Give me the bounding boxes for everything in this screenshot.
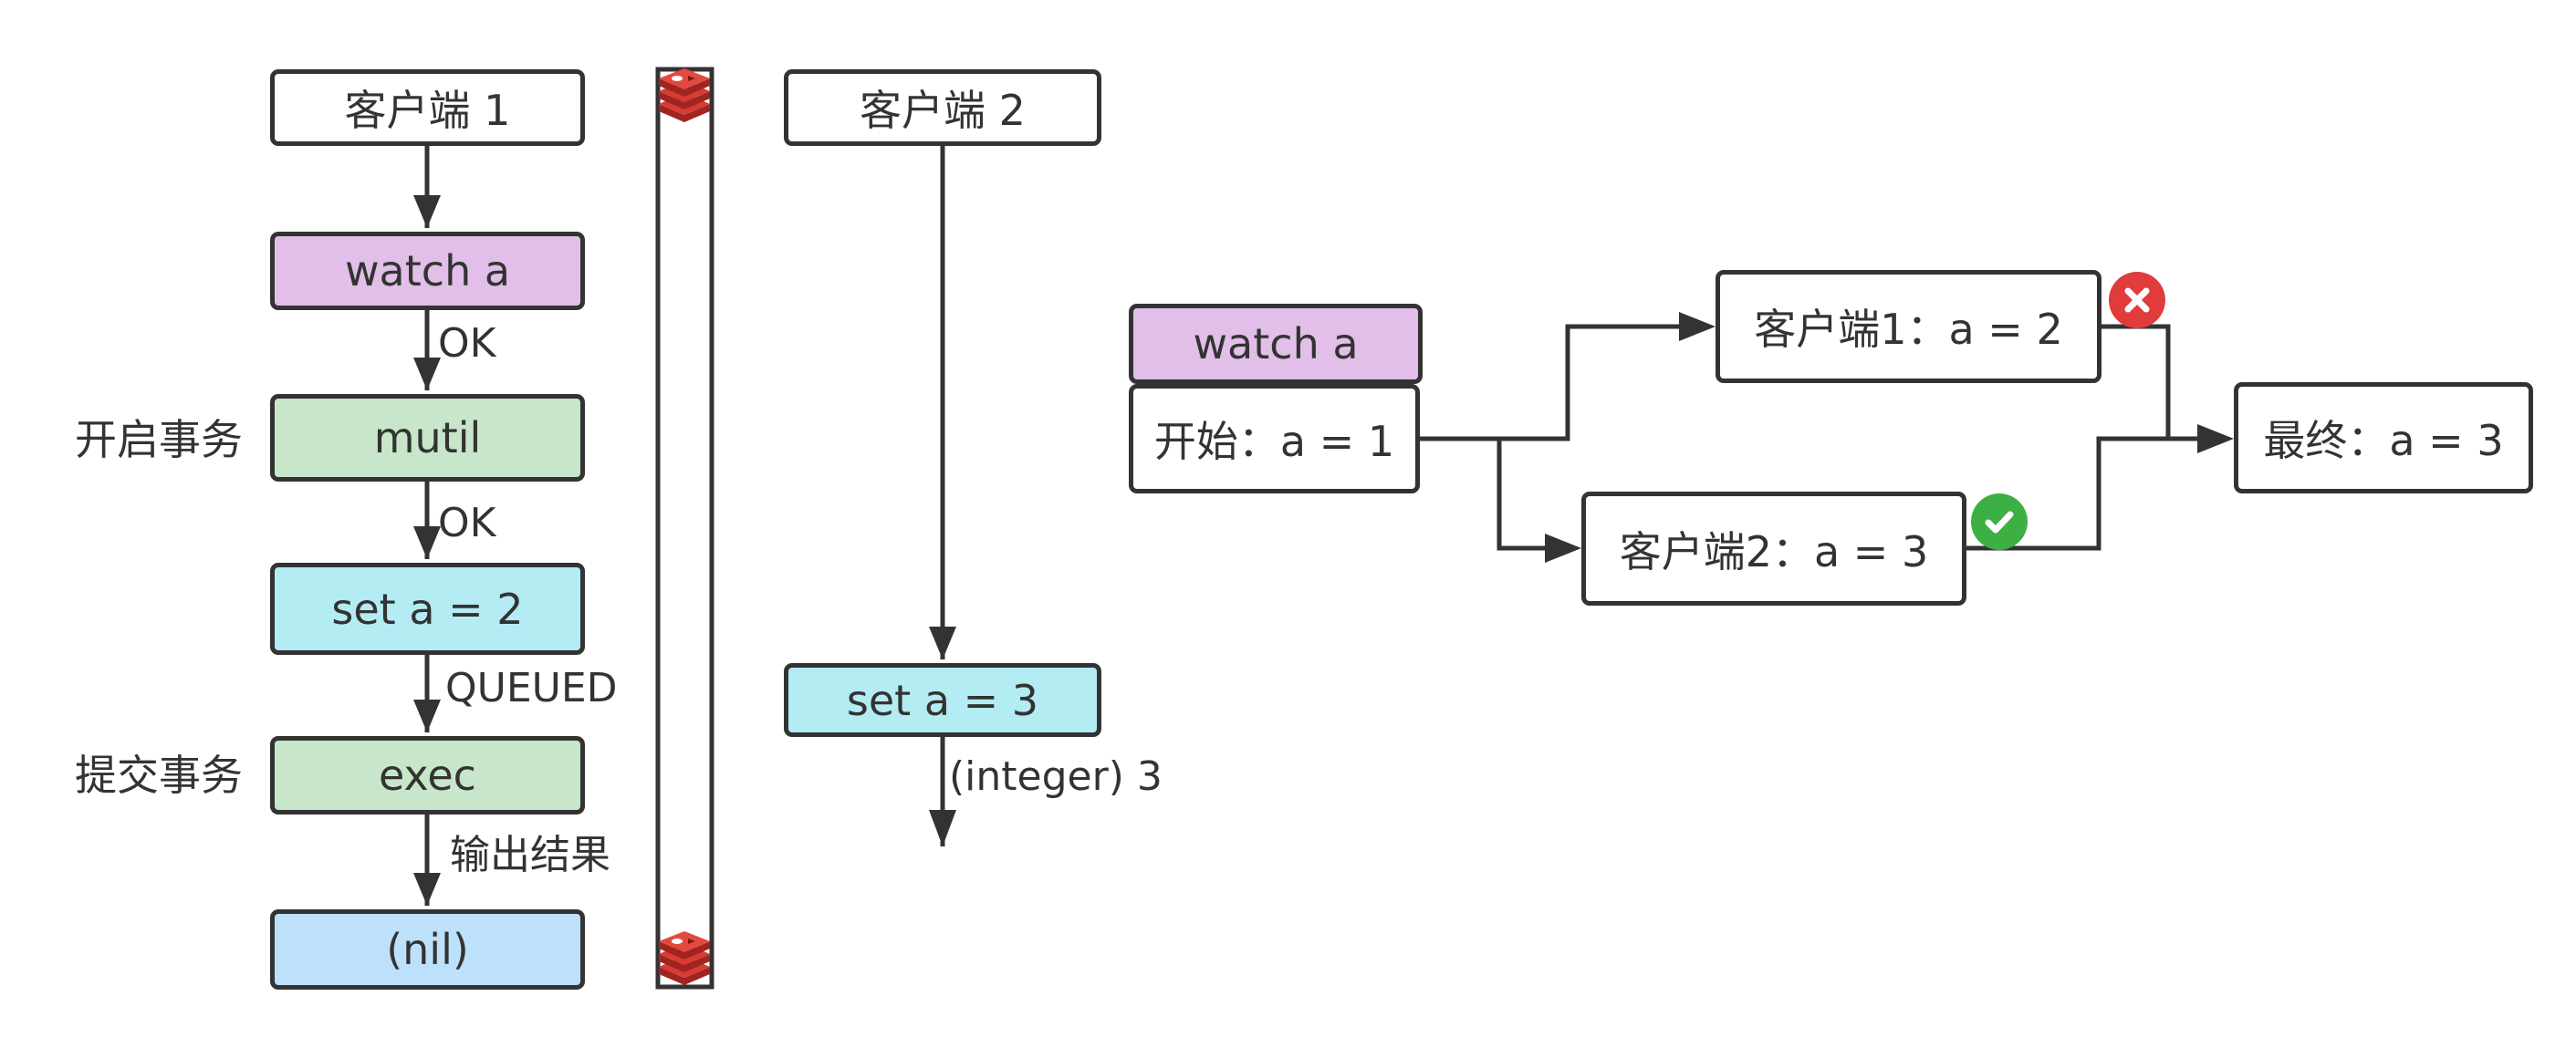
client1-write-label: 客户端1：a = 2 <box>1754 305 2063 354</box>
final-box: 最终：a = 3 <box>2234 382 2533 493</box>
redis-server-bar <box>655 67 714 990</box>
edge-start-client1 <box>1420 324 1679 441</box>
step-set-a-2: set a = 2 <box>270 563 585 655</box>
client2-title: 客户端 2 <box>860 86 1026 135</box>
edge-label-ok-1: OK <box>438 320 496 367</box>
step-mutil-label: mutil <box>373 413 482 462</box>
client2-step-label: set a = 3 <box>846 675 1039 725</box>
edge-final-head <box>2197 424 2234 453</box>
success-check-icon <box>1971 493 2028 550</box>
watch-tag-label: watch a <box>1193 319 1359 368</box>
success-check-glyph <box>1985 511 2014 534</box>
redis-logo-icon <box>659 68 710 122</box>
client1-write-box: 客户端1：a = 2 <box>1716 270 2101 383</box>
step-exec: exec <box>270 736 585 815</box>
step-mutil: mutil <box>270 394 585 482</box>
redis-logo-icon <box>659 931 710 985</box>
start-box: 开始：a = 1 <box>1129 384 1420 493</box>
right-connectors <box>1420 312 2234 563</box>
watch-tag: watch a <box>1129 304 1423 384</box>
client2-result-label: (integer) 3 <box>949 753 1163 800</box>
side-label-begin-tx: 开启事务 <box>75 415 243 464</box>
final-label: 最终：a = 3 <box>2263 416 2504 465</box>
edge-client1-final <box>2101 324 2197 441</box>
edge-label-queued: QUEUED <box>445 665 618 711</box>
edge-client2-set-head <box>929 627 956 659</box>
edge-set-result-head <box>929 810 956 846</box>
edge-exec-nil-head <box>413 873 441 906</box>
edge-label-ok-2: OK <box>438 500 496 546</box>
client1-box: 客户端 1 <box>270 69 585 146</box>
edge-watch-mutil-head <box>413 358 441 390</box>
start-label: 开始：a = 1 <box>1153 417 1395 466</box>
step-nil: (nil) <box>270 909 585 990</box>
client2-step-set-a-3: set a = 3 <box>784 663 1101 737</box>
side-label-commit-tx: 提交事务 <box>75 751 243 800</box>
error-x-icon <box>2109 272 2165 328</box>
step-set-a-2-label: set a = 2 <box>331 584 524 634</box>
redis-server-lane <box>655 67 714 990</box>
client2-connectors <box>929 146 956 846</box>
edge-start-client2-head <box>1545 534 1581 563</box>
error-x-glyph <box>2124 287 2150 313</box>
step-watch-label: watch a <box>344 246 511 296</box>
client1-title: 客户端 1 <box>344 86 511 135</box>
left-connectors <box>413 146 441 906</box>
edge-client2-final <box>1966 436 2197 551</box>
edge-mutil-set-head <box>413 526 441 559</box>
client2-write-label: 客户端2：a = 3 <box>1619 526 1929 576</box>
step-nil-label: (nil) <box>386 925 469 974</box>
client2-box: 客户端 2 <box>784 69 1101 146</box>
edge-start-client1-head <box>1679 312 1716 341</box>
step-watch: watch a <box>270 232 585 310</box>
edge-set-exec-head <box>413 700 441 732</box>
edge-start-client2 <box>1497 439 1545 551</box>
edge-client1-watch-head <box>413 195 441 228</box>
step-exec-label: exec <box>379 751 476 800</box>
client2-write-box: 客户端2：a = 3 <box>1581 492 1966 606</box>
edge-label-output: 输出结果 <box>450 832 610 878</box>
